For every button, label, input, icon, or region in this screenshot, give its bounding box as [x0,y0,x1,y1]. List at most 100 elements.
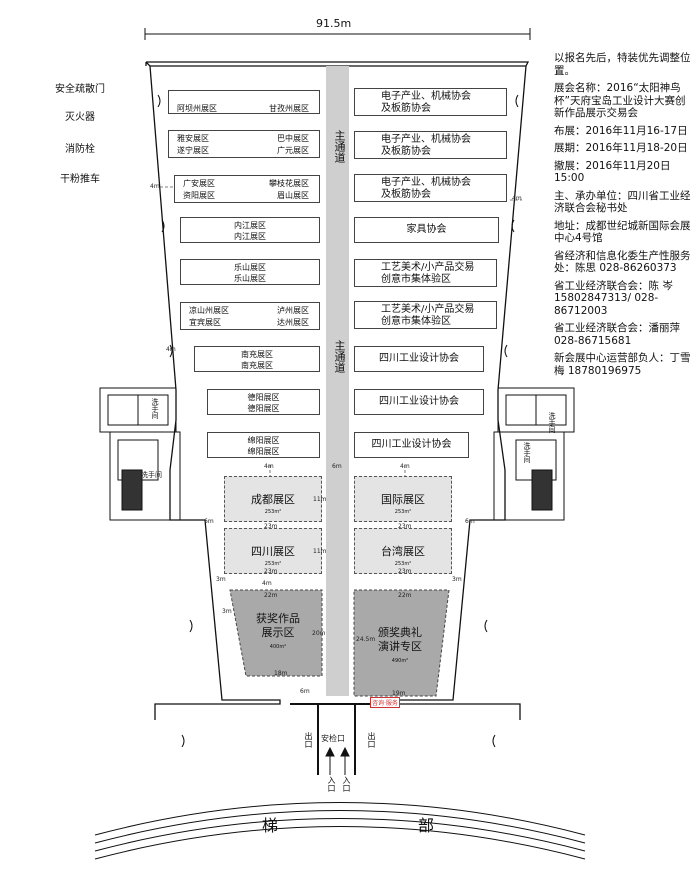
dim-label: 20m [312,630,326,637]
assoc-booth-6[interactable]: 工艺美术/小产品交易 创意市集体验区 [354,301,497,329]
washroom-label-right: 洗手间 [548,412,556,433]
dim-label: 19m [392,690,406,697]
zone-name: 国际展区 [381,493,425,506]
zone-sichuan[interactable]: 四川展区 253m² [224,528,322,574]
booth-label: 电子产业、机械协会 [381,177,471,188]
booth-label: 眉山展区 [277,191,309,200]
award-show-label[interactable]: 获奖作品 展示区 400m² [240,612,316,654]
booth-label: 及板筋协会 [381,146,431,157]
zone-area: 253m² [264,561,282,567]
zone-area: 253m² [264,509,282,515]
zone-name: 四川展区 [251,545,295,558]
dim-label: 11m [313,548,327,555]
booth-row-9[interactable]: 绵阳展区 绵阳展区 [207,432,320,458]
info-line: 地址：成都世纪城新国际会展中心4号馆 [554,219,691,245]
dim-label: 4m [166,346,176,353]
info-line: 展期：2016年11月18-20日 [554,142,688,154]
assoc-booth-2[interactable]: 电子产业、机械协会 及板筋协会 [354,131,507,159]
booth-label: 及板筋协会 [381,103,431,114]
entry-label-right: 入口 [342,776,351,792]
zone-area: 253m² [394,561,412,567]
dim-label: 6m [465,518,475,525]
booth-label: 宜宾展区 [189,318,221,327]
assoc-booth-8[interactable]: 四川工业设计协会 [354,389,484,415]
info-line: 展会名称：2016“太阳神鸟杯”天府宝岛工业设计大赛创新作品展示交易会 [554,82,686,119]
entry-label-left: 入口 [327,776,336,792]
washroom-label-right-2: 洗手间 [523,442,531,463]
dim-label: 23m [398,523,412,530]
booth-row-6[interactable]: 凉山州展区 泸州展区 宜宾展区 达州展区 [180,302,320,330]
booth-row-3[interactable]: 广安展区 攀枝花展区 资阳展区 眉山展区 [174,175,320,203]
dim-label: 22m [264,592,278,599]
service-desk-tag: 咨询·服务 [370,697,400,708]
booth-label: 南充展区 [241,350,273,359]
booth-label: 四川工业设计协会 [371,439,452,450]
exhibition-info-panel: 以报名先后，特装优先调整位置。 展会名称：2016“太阳神鸟杯”天府宝岛工业设计… [554,52,694,382]
exit-label-left: 出口 [304,732,313,748]
zone-name: 获奖作品 [256,612,300,625]
info-line: 主、承办单位：四川省工业经济联合会秘书处 [554,189,691,215]
dim-label: 3m [216,576,226,583]
assoc-booth-7[interactable]: 四川工业设计协会 [354,346,484,372]
zone-name: 成都展区 [251,493,295,506]
dim-label: 4m [512,195,522,202]
booth-label: 四川工业设计协会 [379,353,459,364]
assoc-booth-9[interactable]: 四川工业设计协会 [354,432,469,458]
booth-label: 电子产业、机械协会 [381,134,471,145]
assoc-booth-3[interactable]: 电子产业、机械协会 及板筋协会 [354,174,507,202]
booth-row-5[interactable]: 乐山展区 乐山展区 [180,259,320,285]
booth-label: 广元展区 [277,146,309,155]
booth-row-7[interactable]: 南充展区 南充展区 [194,346,320,372]
info-line: 以报名先后，特装优先调整位置。 [554,52,691,77]
right-annex [493,387,575,521]
main-corridor-label-mid: 主通道 [333,340,346,373]
booth-row-1[interactable]: 阿坝州展区 甘孜州展区 [168,90,320,114]
dim-label: 3m [222,608,232,615]
stairs-label-left: 梯 [262,816,281,835]
booth-label: 内江展区 [234,232,266,241]
award-ceremony-label[interactable]: 颁奖典礼 演讲专区 490m² [362,626,438,668]
legend-hydrant: 消防栓 [65,144,95,155]
booth-row-8[interactable]: 德阳展区 德阳展区 [207,389,320,415]
zone-name: 颁奖典礼 [378,626,422,639]
zone-name: 台湾展区 [381,545,425,558]
security-gate-label: 安检口 [321,734,345,743]
booth-row-2[interactable]: 雅安展区 巴中展区 遂宁展区 广元展区 [168,130,320,158]
dim-label: 24.5m [356,636,376,643]
dim-label: 6m [332,463,342,470]
info-line: 省工业经济联合会：陈 岑 15802847313/ 028-86712003 [554,279,673,317]
width-dimension-line [144,28,531,40]
booth-label: 乐山展区 [234,274,266,283]
dim-label: 23m [264,523,278,530]
booth-row-4[interactable]: 内江展区 内江展区 [180,217,320,243]
dim-label: 4m [264,463,274,470]
booth-label: 内江展区 [234,221,266,230]
booth-label: 创意市集体验区 [381,316,451,327]
dim-label: 3m [452,576,462,583]
aisle-guides [160,186,522,476]
dim-label: 23m [398,568,412,575]
zone-area: 490m² [391,658,409,664]
booth-label: 南充展区 [241,361,273,370]
dim-label: 22m [398,592,412,599]
dim-label: 6m [204,518,214,525]
assoc-booth-4[interactable]: 家具协会 [354,217,499,243]
booth-label: 绵阳展区 [247,436,280,445]
zone-intl[interactable]: 国际展区 253m² [354,476,452,522]
booth-label: 雅安展区 [177,134,209,143]
booth-label: 工艺美术/小产品交易 [381,304,475,315]
assoc-booth-5[interactable]: 工艺美术/小产品交易 创意市集体验区 [354,259,497,287]
booth-label: 家具协会 [406,224,447,235]
award-show-zone-shape [229,589,323,677]
exit-label-right: 出口 [367,732,376,748]
assoc-booth-1[interactable]: 电子产业、机械协会 及板筋协会 [354,88,507,116]
zone-chengdu[interactable]: 成都展区 253m² [224,476,322,522]
booth-label: 阿坝州展区 [177,104,217,113]
zone-taiwan[interactable]: 台湾展区 253m² [354,528,452,574]
booth-label: 德阳展区 [247,404,280,413]
booth-label: 遂宁展区 [177,146,209,155]
booth-label: 攀枝花展区 [269,179,309,188]
booth-label: 凉山州展区 [189,306,229,315]
dim-label: 4m [150,183,160,190]
